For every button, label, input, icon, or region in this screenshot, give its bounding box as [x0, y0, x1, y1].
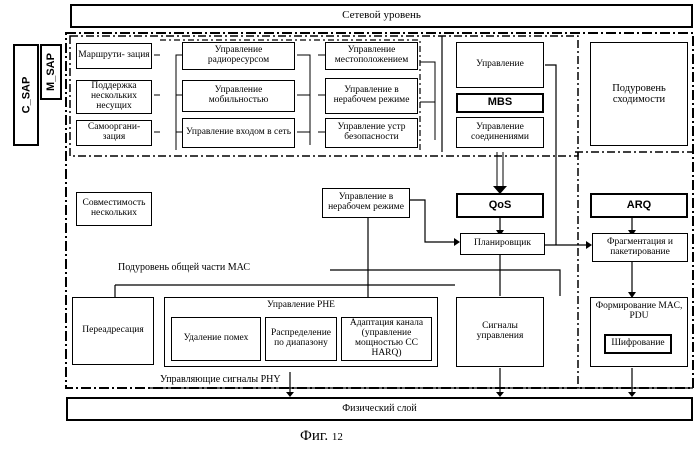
management-label: Управление	[476, 60, 524, 70]
relay-label: Переадресация	[82, 326, 144, 336]
figure-caption: Фиг. 12	[300, 428, 343, 445]
idle-mode-upper-label: Управление в нерабочем режиме	[327, 86, 416, 106]
self-organization-box: Самооргани- зация	[76, 120, 152, 146]
arq-box: ARQ	[590, 193, 688, 218]
mbs-label: MBS	[488, 97, 512, 109]
physical-layer-box: Физический слой	[66, 397, 693, 421]
encryption-label: Шифрование	[611, 339, 664, 349]
control-signals-label: Сигналы управления	[458, 322, 542, 342]
connection-management-box: Управление соединениями	[456, 117, 544, 148]
idle-mode-lower-box: Управление в нерабочем режиме	[322, 188, 410, 218]
scheduler-box: Планировщик	[460, 233, 545, 255]
interference-label: Удаление помех	[184, 334, 249, 344]
figure-number: 12	[332, 431, 343, 443]
fragmentation-label: Фрагментация и пакетирование	[594, 238, 686, 258]
scheduler-label: Планировщик	[474, 239, 531, 249]
security-box: Управление устр безопасности	[325, 118, 418, 148]
qos-label: QoS	[489, 200, 512, 212]
coexistence-label: Совместимость нескольких	[78, 199, 150, 219]
network-layer-label: Сетевой уровень	[342, 10, 421, 22]
security-label: Управление устр безопасности	[327, 123, 416, 143]
mac-pdu-label: Формирование MAC, PDU	[592, 302, 686, 322]
arq-label: ARQ	[627, 200, 651, 212]
mac-pdu-box: Формирование MAC, PDU	[590, 297, 688, 367]
qos-box: QoS	[456, 193, 544, 218]
radio-resource-label: Управление радиоресурсом	[184, 46, 293, 66]
c-sap-box: C_SAP	[13, 44, 39, 146]
location-box: Управление местоположением	[325, 42, 418, 70]
radio-resource-box: Управление радиоресурсом	[182, 42, 295, 70]
fragmentation-box: Фрагментация и пакетирование	[592, 233, 688, 262]
idle-mode-lower-label: Управление в нерабочем режиме	[324, 193, 408, 213]
interference-box: Удаление помех	[171, 317, 261, 361]
connection-management-label: Управление соединениями	[458, 123, 542, 143]
management-box: Управление	[456, 42, 544, 88]
m-sap-box: M_SAP	[40, 44, 62, 100]
encryption-box: Шифрование	[604, 334, 672, 354]
self-organization-label: Самооргани- зация	[78, 123, 150, 143]
network-entry-box: Управление входом в сеть	[182, 118, 295, 148]
routing-label: Маршрути- зация	[78, 51, 149, 61]
cps-label: Подуровень общей части МАС	[118, 262, 250, 273]
mobility-label: Управление мобильностью	[184, 86, 293, 106]
mbs-box: MBS	[456, 93, 544, 113]
physical-layer-label: Физический слой	[342, 404, 417, 415]
link-adaptation-box: Адаптация канала (управление мощностью С…	[341, 317, 432, 361]
phy-control-label: Управление PHE	[267, 301, 335, 311]
c-sap-label: C_SAP	[20, 77, 32, 114]
location-label: Управление местоположением	[327, 46, 416, 66]
routing-box: Маршрути- зация	[76, 43, 152, 69]
coexistence-box: Совместимость нескольких	[76, 192, 152, 226]
idle-mode-upper-box: Управление в нерабочем режиме	[325, 78, 418, 114]
relay-box: Переадресация	[72, 297, 154, 365]
network-layer-box: Сетевой уровень	[70, 4, 693, 28]
ranging-label: Распределение по диапазону	[267, 329, 335, 349]
multi-carrier-label: Поддержка нескольких несущих	[78, 82, 150, 112]
network-entry-label: Управление входом в сеть	[186, 128, 291, 138]
convergence-sublayer-box: Подуровень сходимости	[590, 42, 688, 146]
link-adaptation-label: Адаптация канала (управление мощностью С…	[343, 319, 430, 359]
mobility-box: Управление мобильностью	[182, 80, 295, 112]
convergence-sublayer-label: Подуровень сходимости	[592, 83, 686, 105]
multi-carrier-box: Поддержка нескольких несущих	[76, 80, 152, 114]
control-signals-box: Сигналы управления	[456, 297, 544, 367]
phy-signals-label: Управляющие сигналы PHY	[160, 374, 281, 385]
ranging-box: Распределение по диапазону	[265, 317, 337, 361]
m-sap-label: M_SAP	[45, 53, 57, 91]
figure-label: Фиг.	[300, 428, 328, 444]
